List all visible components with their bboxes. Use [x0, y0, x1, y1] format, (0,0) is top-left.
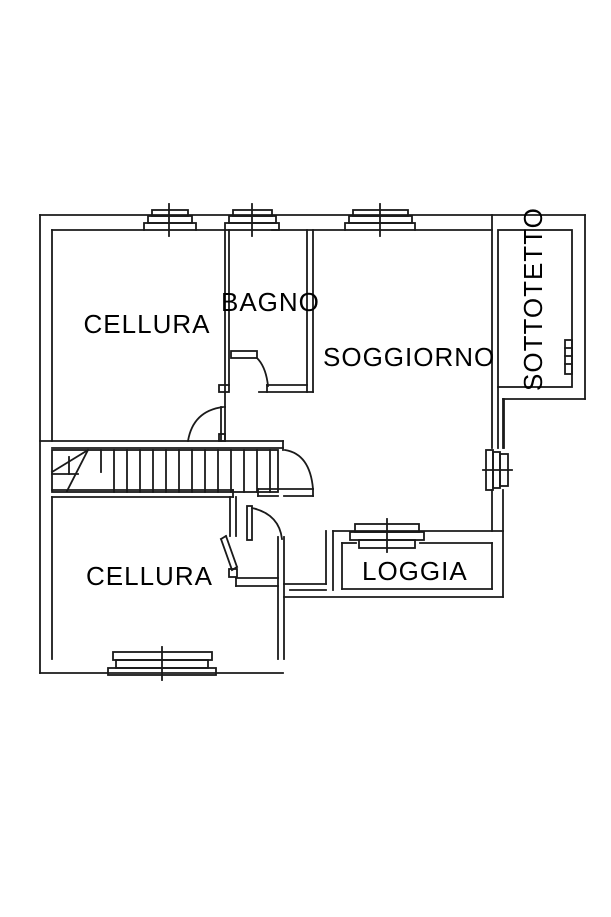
room-label-loggia: LOGGIA [362, 556, 468, 586]
window-top-cellura [143, 203, 197, 237]
room-label-sottotetto: SOTTOTETTO [518, 207, 548, 391]
door-lower-hall [246, 505, 284, 541]
room-label-bagno: BAGNO [221, 287, 320, 317]
room-label-cellura-top: CELLURA [83, 309, 211, 339]
door-bagno [230, 350, 269, 387]
stair-winder-tread [50, 448, 90, 474]
interior-walls [39, 214, 504, 660]
staircase [50, 448, 279, 493]
door-cellura-bottom [219, 534, 239, 578]
stair-winder-tread [65, 448, 90, 493]
door-soggiorno-landing [186, 405, 226, 443]
window-bottom-cellura [107, 646, 217, 681]
window-loggia [349, 518, 425, 553]
window-right-soggiorno [482, 449, 513, 491]
door-stairs-hall [283, 448, 314, 490]
radiator-symbol [564, 339, 573, 375]
sottotetto-room-outline [497, 229, 573, 449]
window-top-bagno [224, 203, 280, 237]
room-label-soggiorno: SOGGIORNO [323, 342, 496, 372]
window-top-soggiorno [344, 203, 416, 237]
room-label-cellura-bottom: CELLURA [86, 561, 213, 591]
loggia-outline [341, 542, 493, 590]
